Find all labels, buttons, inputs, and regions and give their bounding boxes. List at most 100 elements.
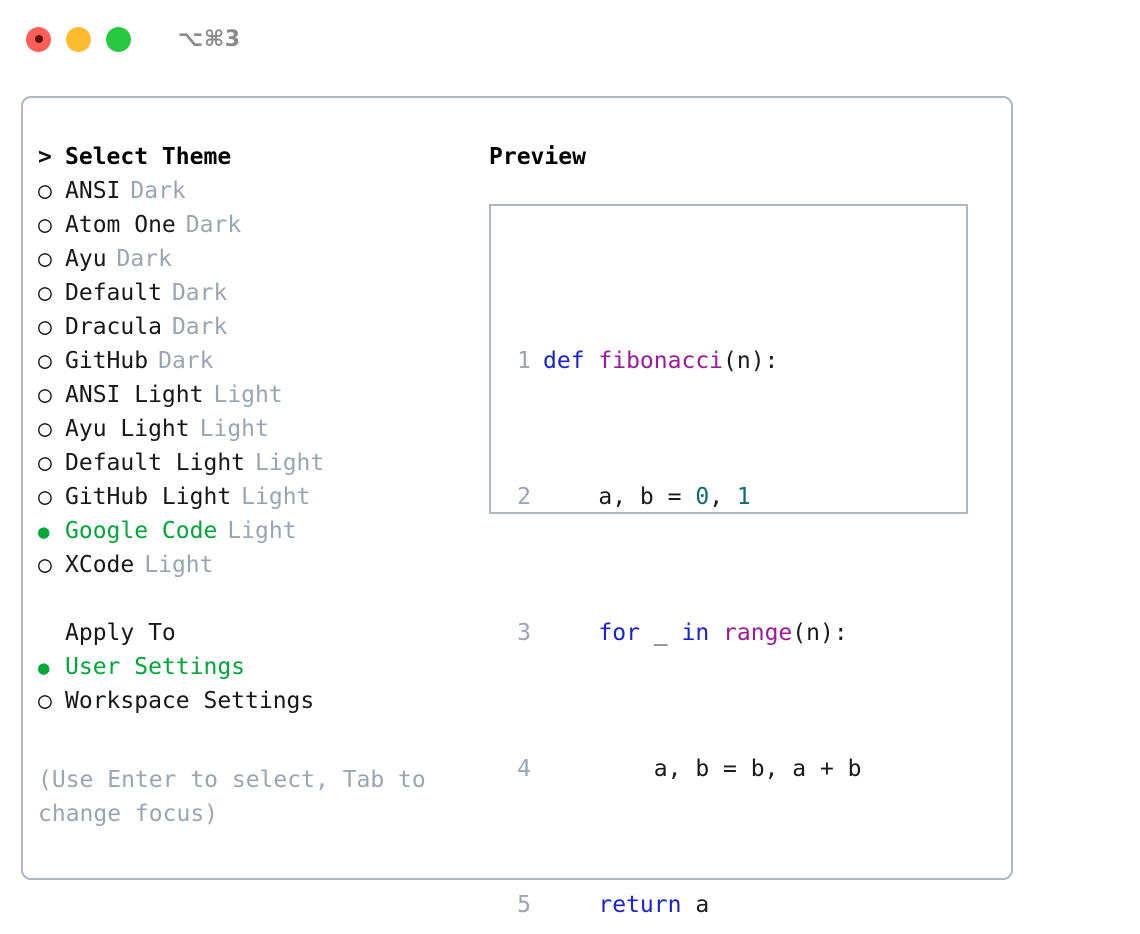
radio-unselected-icon: ○ <box>38 212 52 238</box>
code-line: 3 for _ in range(n): <box>505 616 966 650</box>
main-panel: > Select Theme ○ ANSI Dark ○ Atom One Da… <box>21 96 1013 918</box>
theme-option-google-code-light[interactable]: ● Google Code Light <box>38 514 488 548</box>
radio-unselected-icon: ○ <box>38 484 52 510</box>
theme-option-ayu-dark[interactable]: ○ Ayu Dark <box>38 242 488 276</box>
code-line-text: def fibonacci(n): <box>543 344 778 378</box>
theme-option-xcode-light[interactable]: ○ XCode Light <box>38 548 488 582</box>
theme-option-label: Ayu <box>65 246 107 272</box>
minimize-window-button[interactable] <box>66 26 91 52</box>
code-line-number: 3 <box>517 620 531 646</box>
radio-unselected-icon: ○ <box>38 688 52 714</box>
code-token: (n): <box>723 348 779 374</box>
code-token <box>543 620 598 646</box>
radio-selected-icon: ● <box>38 657 50 679</box>
code-token: return <box>598 892 682 918</box>
code-token: 1 <box>736 484 751 510</box>
theme-option-tag: Light <box>227 518 297 544</box>
theme-option-tag: Dark <box>158 348 214 374</box>
code-token <box>543 892 598 918</box>
select-theme-header: > Select Theme <box>38 140 488 174</box>
theme-option-default-dark[interactable]: ○ Default Dark <box>38 276 488 310</box>
theme-option-github-dark[interactable]: ○ GitHub Dark <box>38 344 488 378</box>
theme-option-tag: Dark <box>116 246 172 272</box>
theme-option-ayu-light[interactable]: ○ Ayu Light Light <box>38 412 488 446</box>
code-line-text: a, b = 0, 1 <box>543 480 751 514</box>
code-line-number: 1 <box>517 348 531 374</box>
radio-unselected-icon: ○ <box>38 280 52 306</box>
apply-to-option-label: User Settings <box>65 654 246 680</box>
hint-line-2: change focus) <box>38 801 219 827</box>
code-line: 4 a, b = b, a + b <box>505 752 966 786</box>
theme-option-tag: Dark <box>171 280 228 306</box>
theme-option-ansi-light[interactable]: ○ ANSI Light Light <box>38 378 488 412</box>
theme-option-tag: Light <box>213 382 283 408</box>
code-token: , <box>709 484 737 510</box>
theme-option-tag: Light <box>241 484 311 510</box>
theme-option-ansi-dark[interactable]: ○ ANSI Dark <box>38 174 488 208</box>
code-token: (n): <box>792 620 848 646</box>
theme-option-label: ANSI Light <box>65 382 204 408</box>
code-token: fibonacci <box>598 348 724 374</box>
theme-option-tag: Dark <box>185 212 242 238</box>
theme-option-label: Default Light <box>65 450 246 476</box>
theme-option-atom-one-dark[interactable]: ○ Atom One Dark <box>38 208 488 242</box>
theme-option-dracula-dark[interactable]: ○ Dracula Dark <box>38 310 488 344</box>
theme-option-label: Default <box>65 280 162 306</box>
code-preview-panel: 1 def fibonacci(n): 2 a, b = 0, 1 3 for … <box>489 204 968 918</box>
apply-to-header: · Apply To <box>38 616 488 650</box>
theme-option-label: Google Code <box>65 518 218 544</box>
radio-unselected-icon: ○ <box>38 314 52 340</box>
theme-option-label: Atom One <box>65 212 176 238</box>
caret-icon: > <box>38 144 52 170</box>
code-line-number: 4 <box>517 756 531 782</box>
code-line-text: a, b = b, a + b <box>543 752 862 786</box>
theme-option-default-light[interactable]: ○ Default Light Light <box>38 446 488 480</box>
radio-unselected-icon: ○ <box>38 246 52 272</box>
theme-option-tag: Light <box>255 450 325 476</box>
title-bar: ⌥⌘3 <box>0 0 1140 78</box>
theme-selection-column: > Select Theme ○ ANSI Dark ○ Atom One Da… <box>38 140 488 718</box>
code-token: _ <box>639 620 682 646</box>
apply-to-header-label: Apply To <box>65 620 176 646</box>
radio-unselected-icon: ○ <box>38 382 52 408</box>
radio-unselected-icon: ○ <box>38 450 52 476</box>
code-line: 5 return a <box>505 888 966 922</box>
blank-marker: · <box>38 616 65 650</box>
apply-to-option-user-settings[interactable]: ● User Settings <box>38 650 488 684</box>
preview-column: Preview <box>489 140 989 174</box>
radio-selected-icon: ● <box>38 521 50 543</box>
close-window-button[interactable] <box>26 26 51 52</box>
theme-option-github-light[interactable]: ○ GitHub Light Light <box>38 480 488 514</box>
code-line: 2 a, b = 0, 1 <box>505 480 966 514</box>
code-preview-body: 1 def fibonacci(n): 2 a, b = 0, 1 3 for … <box>491 206 966 934</box>
theme-option-label: Ayu Light <box>65 416 190 442</box>
radio-unselected-icon: ○ <box>38 552 52 578</box>
code-line-number: 5 <box>517 892 531 918</box>
code-token: a <box>681 892 710 918</box>
code-token: a, b = b, a + b <box>543 756 862 782</box>
theme-option-label: GitHub <box>65 348 149 374</box>
hint-line-1: (Use Enter to select, Tab to <box>38 767 426 793</box>
maximize-window-button[interactable] <box>106 26 131 52</box>
radio-unselected-icon: ○ <box>38 348 52 374</box>
code-token <box>709 620 723 646</box>
code-token: 0 <box>695 484 710 510</box>
theme-option-tag: Light <box>144 552 214 578</box>
theme-option-tag: Dark <box>130 178 186 204</box>
code-token: in <box>681 620 710 646</box>
apply-to-option-workspace-settings[interactable]: ○ Workspace Settings <box>38 684 488 718</box>
code-token: def <box>543 348 599 374</box>
theme-option-tag: Light <box>199 416 269 442</box>
code-line: 1 def fibonacci(n): <box>505 344 966 378</box>
preview-title: Preview <box>489 144 586 170</box>
code-token: for <box>598 620 640 646</box>
keyboard-shortcut-label: ⌥⌘3 <box>178 26 241 52</box>
code-line-text: for _ in range(n): <box>543 616 848 650</box>
radio-unselected-icon: ○ <box>38 416 52 442</box>
theme-option-tag: Dark <box>171 314 228 340</box>
radio-unselected-icon: ○ <box>38 178 52 204</box>
theme-option-label: XCode <box>65 552 135 578</box>
theme-option-label: Dracula <box>65 314 162 340</box>
traffic-light-group <box>26 26 131 52</box>
